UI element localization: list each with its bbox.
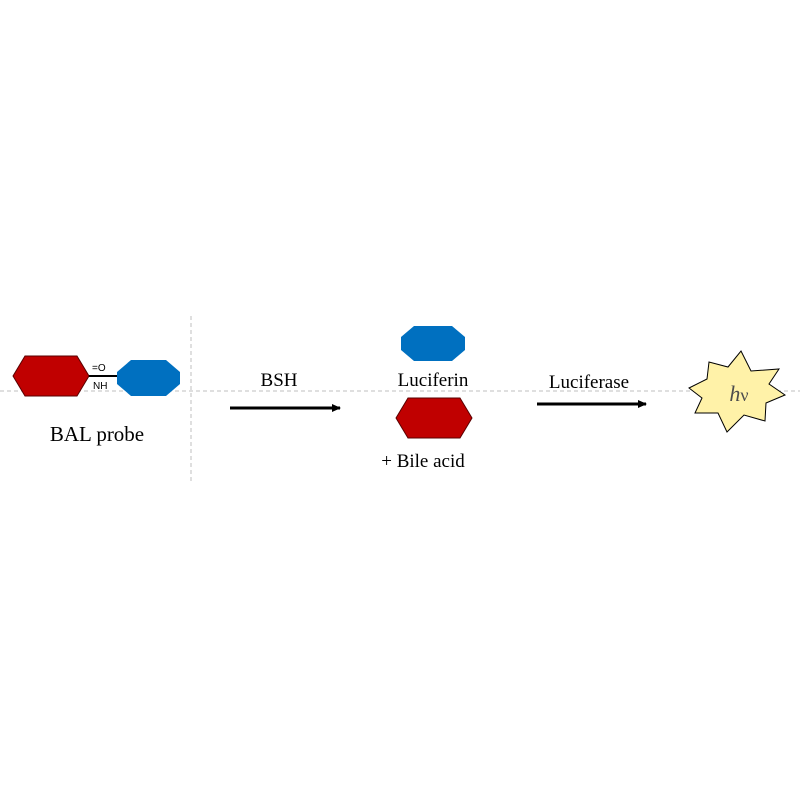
luciferin-label: Luciferin xyxy=(398,370,469,391)
bsh-step: BSH xyxy=(230,370,341,412)
bile-acid-hexagon xyxy=(395,397,473,439)
planck-h-symbol: h xyxy=(729,381,740,406)
luciferin-octagon xyxy=(401,326,465,361)
light-hnu-label: hν xyxy=(729,381,748,406)
probe-luciferin-octagon xyxy=(117,360,180,396)
carbonyl-label: =O xyxy=(92,363,106,374)
bsh-label: BSH xyxy=(261,370,298,391)
bile-acid-label: + Bile acid xyxy=(381,451,465,472)
light-emission: hν xyxy=(688,350,787,433)
luciferase-step: Luciferase xyxy=(537,372,647,408)
luciferase-label: Luciferase xyxy=(549,372,629,393)
bal-probe: =O NH BAL probe xyxy=(12,355,180,446)
amide-nh-label: NH xyxy=(93,381,107,392)
products: Luciferin + Bile acid xyxy=(381,326,473,472)
nu-symbol: ν xyxy=(740,385,748,405)
probe-bile-acid-hexagon xyxy=(12,355,90,397)
bal-probe-label: BAL probe xyxy=(50,422,144,446)
light-burst-star-icon xyxy=(688,350,787,433)
